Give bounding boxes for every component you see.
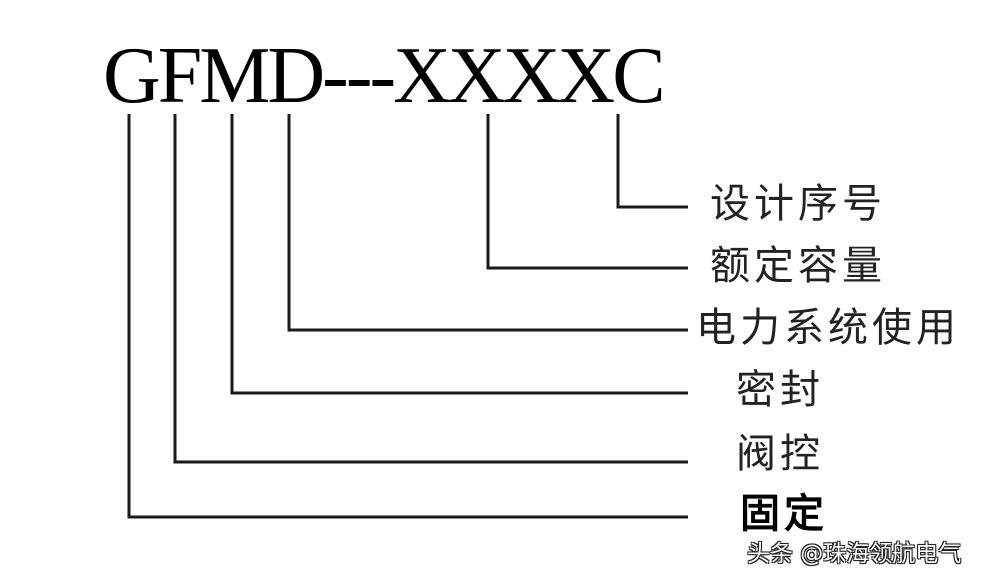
label-valve-regulated: 阀控 (736, 431, 824, 477)
label-stationary: 固定 (740, 491, 828, 537)
label-sealed: 密封 (736, 367, 824, 413)
connector-g (127, 114, 688, 519)
label-design-serial: 设计序号 (710, 181, 886, 227)
connector-c (616, 114, 688, 209)
model-code: GFMD---XXXXC (103, 32, 666, 120)
connector-m (230, 114, 688, 395)
connector-f (173, 114, 688, 464)
connector-d (287, 114, 688, 332)
connector-xxxx (486, 114, 688, 270)
watermark: 头条 @珠海领航电气 (747, 541, 962, 567)
label-rated-capacity: 额定容量 (710, 243, 886, 289)
label-power-system-use: 电力系统使用 (696, 305, 960, 351)
